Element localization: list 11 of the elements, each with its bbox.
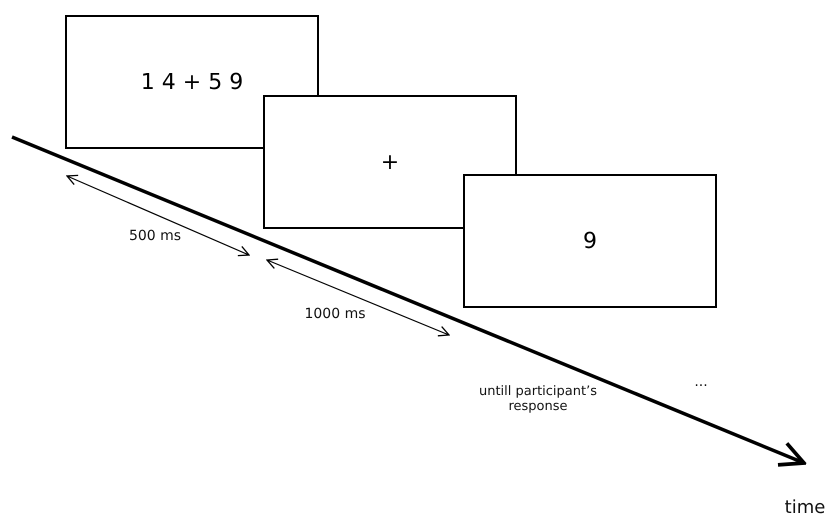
stimulus-screen: [65, 15, 319, 149]
stimulus-text: 9: [583, 228, 597, 254]
axis-label: time: [784, 497, 826, 518]
duration-label: untill participant’s response: [478, 384, 598, 414]
duration-label: 1000 ms: [303, 306, 366, 322]
ellipsis: ...: [693, 374, 709, 390]
stimulus-screen: [463, 174, 717, 308]
stimulus-text: +: [380, 150, 400, 174]
stimulus-text: 1 4 + 5 9: [140, 70, 244, 94]
stimulus-screen: [263, 95, 517, 229]
duration-label: 500 ms: [128, 228, 182, 244]
